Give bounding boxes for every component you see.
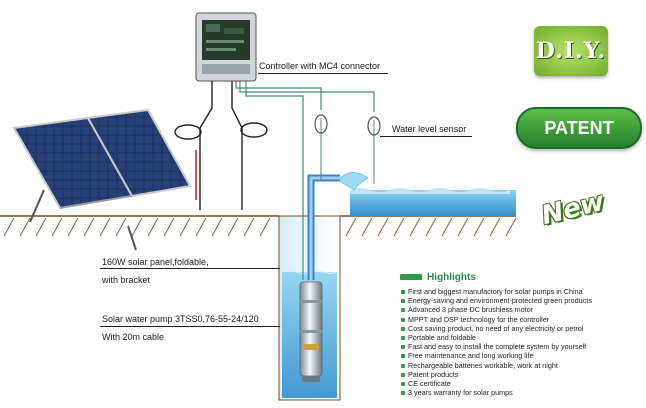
list-item: Free maintenance and long working life [400,351,646,360]
highlights-header: Highlights [400,270,646,284]
outlet-pipe [307,174,340,280]
solar-panel [12,108,192,251]
ground [0,215,517,237]
list-item: Portable and foldable [400,333,646,342]
list-item: Advanced 3 phase DC brushless motor [400,305,646,314]
panel-label-underline [100,268,280,269]
pump-label-line2: With 20m cable [102,332,165,342]
solar-pump [299,281,323,382]
list-item: First and biggest manufactory for solar … [400,287,646,296]
controller [195,12,257,82]
water-tank [337,172,516,216]
cables [174,80,375,280]
sensor-label: Water level sensor [392,124,467,134]
highlights-title: Highlights [427,271,476,283]
list-item: MPPT and DSP technology for the controll… [400,315,646,324]
controller-label: Controller with MC4 connector [259,61,381,71]
sensor-label-underline [380,136,472,137]
panel-label-line2: with bracket [102,275,151,285]
water-level-sensors [314,114,381,136]
controller-label-underline [258,73,388,74]
highlights-panel: Highlights First and biggest manufactory… [400,270,646,397]
pump-label-underline [100,326,280,327]
list-item: Fast and easy to install the complete sy… [400,342,646,351]
list-item: Cost saving product, no need of any elec… [400,324,646,333]
pump-label-line1: Solar water pump 3TSS0.76-55-24/120 [102,314,259,324]
patent-badge: PATENT [516,107,642,149]
panel-label-line1: 160W solar panel,foldable, [102,257,209,267]
highlights-bar-icon [400,274,422,280]
list-item: CE certificate [400,379,646,388]
highlights-list: First and biggest manufactory for solar … [400,287,646,397]
list-item: Energy-saving and environment-protected … [400,296,646,305]
list-item: 3 years warranty for solar pumps [400,388,646,397]
diy-badge: D.I.Y. [534,26,608,76]
list-item: Patent products [400,370,646,379]
list-item: Rechargeable batteries workable, work at… [400,361,646,370]
